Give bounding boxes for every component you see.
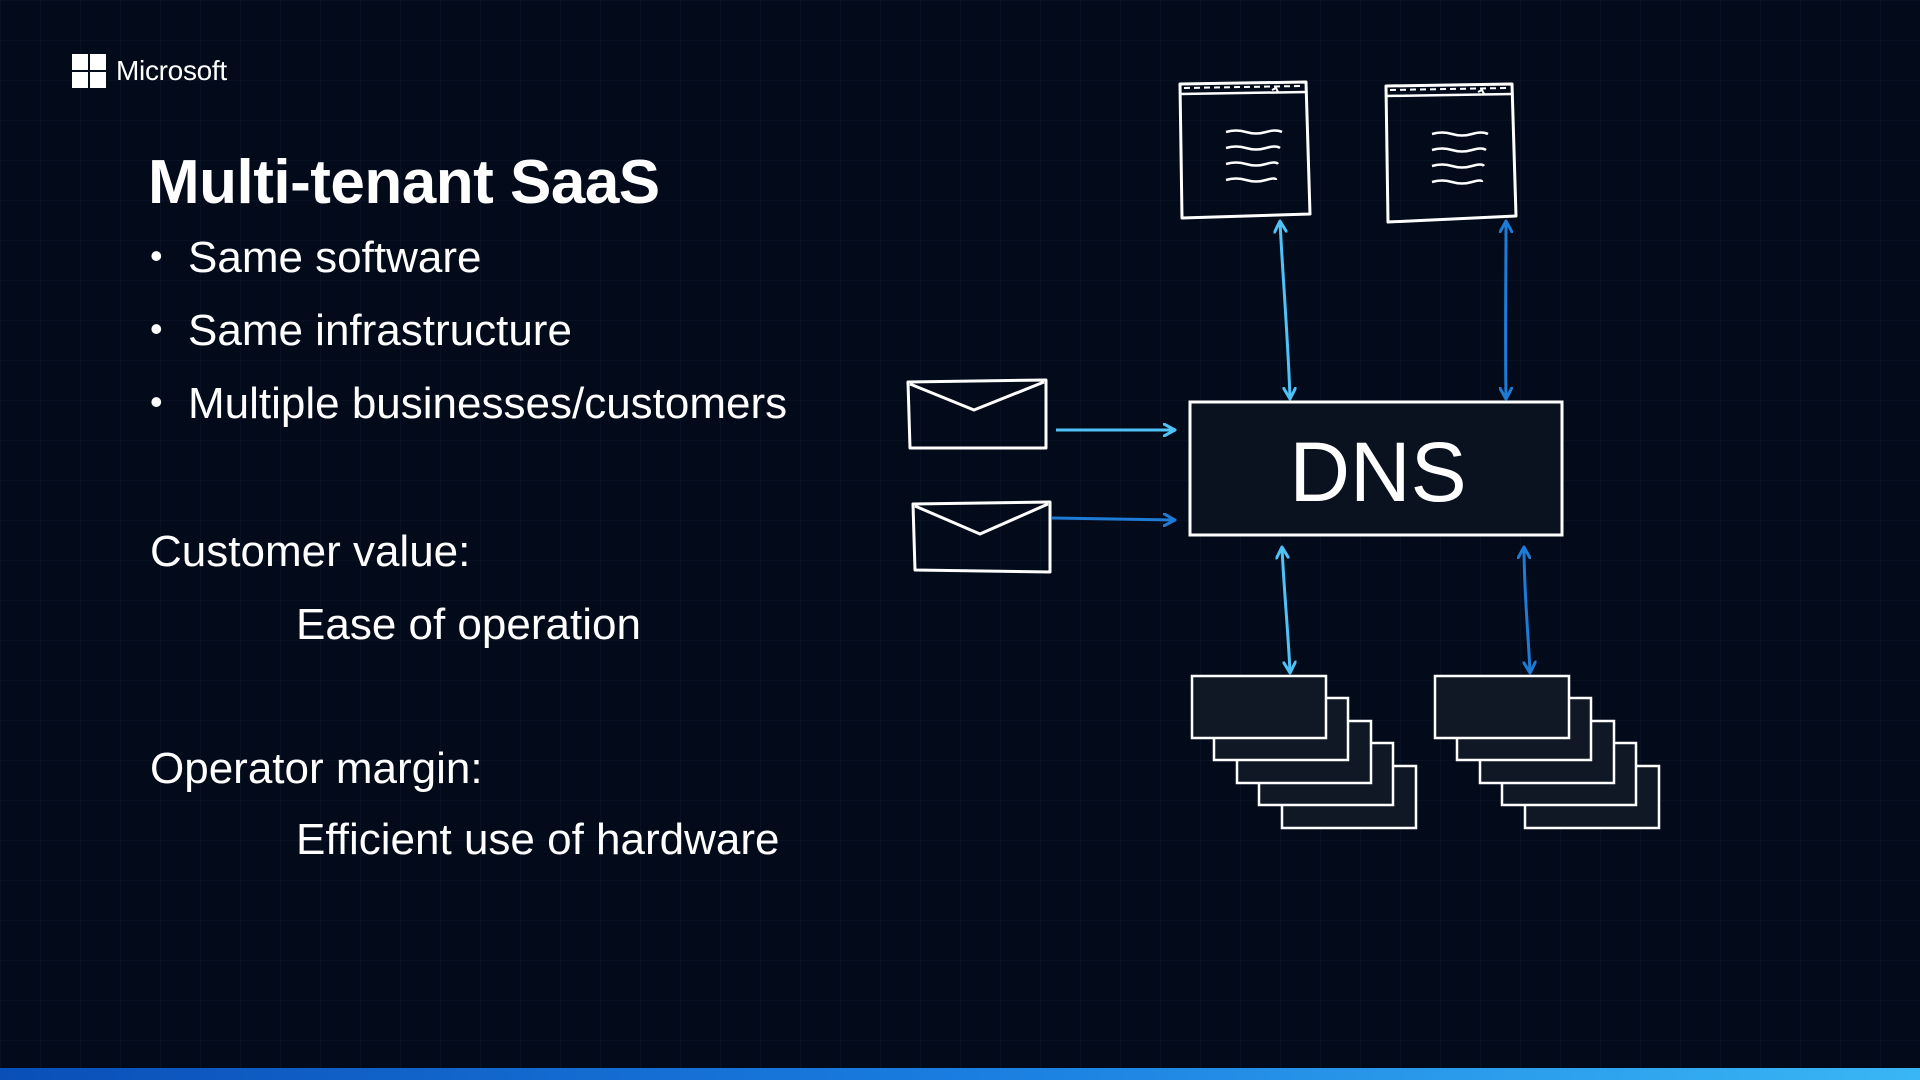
bullet-dot-icon: • [150,235,163,276]
stacked-servers-icon [1190,674,1418,830]
dns-box [1188,400,1564,537]
bullet-text: Multiple businesses/customers [188,379,788,428]
bullet-item: • Multiple businesses/customers [150,382,787,455]
customer-value-text: Ease of operation [296,600,641,649]
operator-margin-text: Efficient use of hardware [296,815,780,864]
slide-title: Multi-tenant SaaS [148,148,660,217]
envelope-icon [911,500,1052,574]
bullet-item: • Same software [150,236,787,309]
dns-label: DNS [1289,425,1466,519]
bullet-dot-icon: • [150,308,163,349]
customer-value-label: Customer value: [150,527,471,576]
arrow-dns-servers1 [1282,548,1290,672]
arrow-dns-servers2 [1524,548,1530,672]
document-icon [1178,80,1312,220]
accent-bar [0,1068,1920,1080]
envelope-icon [906,378,1048,450]
bullet-list: • Same software • Same infrastructure • … [150,236,787,455]
arrow-doc1-dns [1280,222,1290,398]
document-icon [1384,82,1518,224]
arrow-envelope2-dns [1051,518,1174,520]
bullet-dot-icon: • [150,381,163,422]
brand-name: Microsoft [116,55,227,86]
operator-margin-label: Operator margin: [150,744,483,793]
bullet-text: Same software [188,233,482,282]
microsoft-logo-icon [72,54,106,88]
bullet-text: Same infrastructure [188,306,572,355]
bullet-item: • Same infrastructure [150,309,787,382]
stacked-servers-icon [1433,674,1661,830]
microsoft-logo: Microsoft [72,54,227,88]
